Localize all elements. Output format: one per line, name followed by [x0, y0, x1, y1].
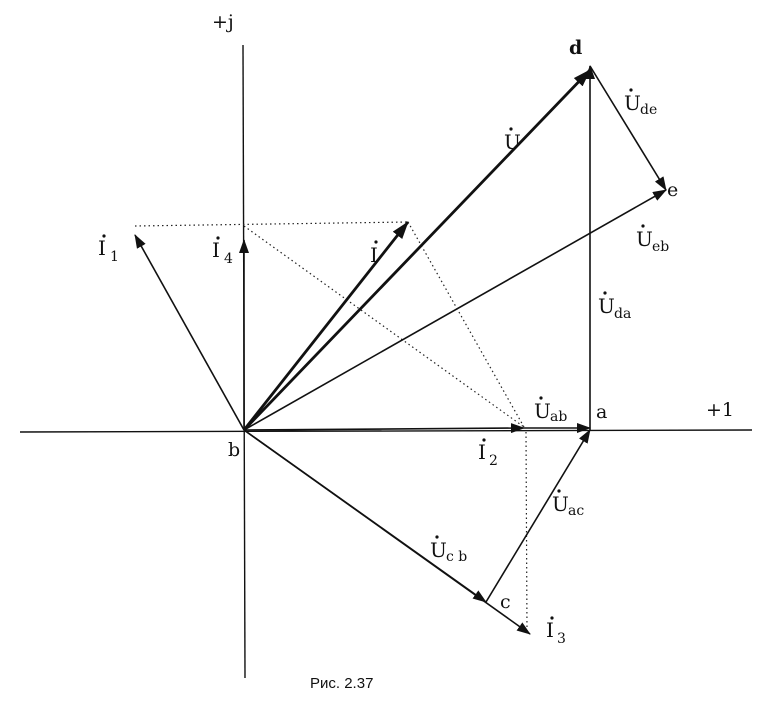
real-axis [19, 429, 753, 433]
svg-text:U: U [598, 294, 615, 318]
point-e-label: e [667, 179, 678, 201]
svg-text:U: U [534, 399, 551, 423]
label-i3: I 3 [546, 616, 566, 647]
dotted-i-to-i2 [407, 221, 525, 428]
svg-text:I: I [546, 618, 554, 642]
svg-text:I: I [212, 238, 220, 262]
point-a-label: a [596, 401, 607, 423]
label-uda: U da [598, 291, 631, 322]
vector-u [242, 69, 592, 431]
svg-text:ac: ac [568, 503, 584, 519]
label-i: I [370, 240, 378, 267]
svg-text:3: 3 [557, 631, 566, 647]
svg-text:U: U [636, 227, 653, 251]
vector-uac [485, 429, 591, 603]
label-ude: U de [624, 88, 657, 118]
dotted-i2-vertical [525, 431, 528, 633]
svg-text:2: 2 [489, 453, 498, 469]
svg-text:ab: ab [550, 409, 567, 425]
vector-i [242, 221, 410, 431]
vector-ueb [243, 189, 667, 431]
svg-text:da: da [614, 306, 631, 322]
label-i2: I 2 [478, 438, 498, 469]
svg-text:U: U [552, 492, 569, 516]
point-b-label: b [228, 439, 240, 461]
svg-text:de: de [640, 102, 657, 118]
label-ueb: U eb [636, 224, 669, 255]
label-uab: U ab [534, 396, 567, 425]
point-d-label: d [569, 37, 582, 59]
svg-text:I: I [478, 440, 486, 464]
vector-ude [589, 65, 667, 191]
dotted-i4-to-i2 [243, 225, 525, 428]
svg-text:eb: eb [652, 239, 669, 255]
label-uac: U ac [552, 489, 584, 519]
svg-text:U: U [430, 538, 447, 562]
point-c-label: c [500, 591, 511, 613]
label-u: U [504, 127, 521, 154]
label-i4: I 4 [212, 236, 233, 267]
label-i1: I 1 [98, 234, 119, 265]
svg-text:U: U [624, 91, 641, 115]
svg-text:4: 4 [224, 251, 233, 267]
svg-text:c b: c b [446, 549, 467, 565]
figure-caption: Рис. 2.37 [310, 675, 373, 692]
real-axis-label: +1 [706, 399, 734, 421]
svg-text:U: U [504, 130, 521, 154]
label-ucb: U c b [430, 535, 467, 565]
svg-text:I: I [370, 243, 378, 267]
svg-text:1: 1 [110, 249, 119, 265]
vector-ucb [243, 429, 487, 603]
vector-i1 [134, 234, 245, 431]
dotted-top-horizontal [134, 221, 409, 227]
imag-axis-label: +j [212, 11, 234, 33]
vector-i2 [243, 423, 525, 434]
svg-text:I: I [98, 236, 106, 260]
